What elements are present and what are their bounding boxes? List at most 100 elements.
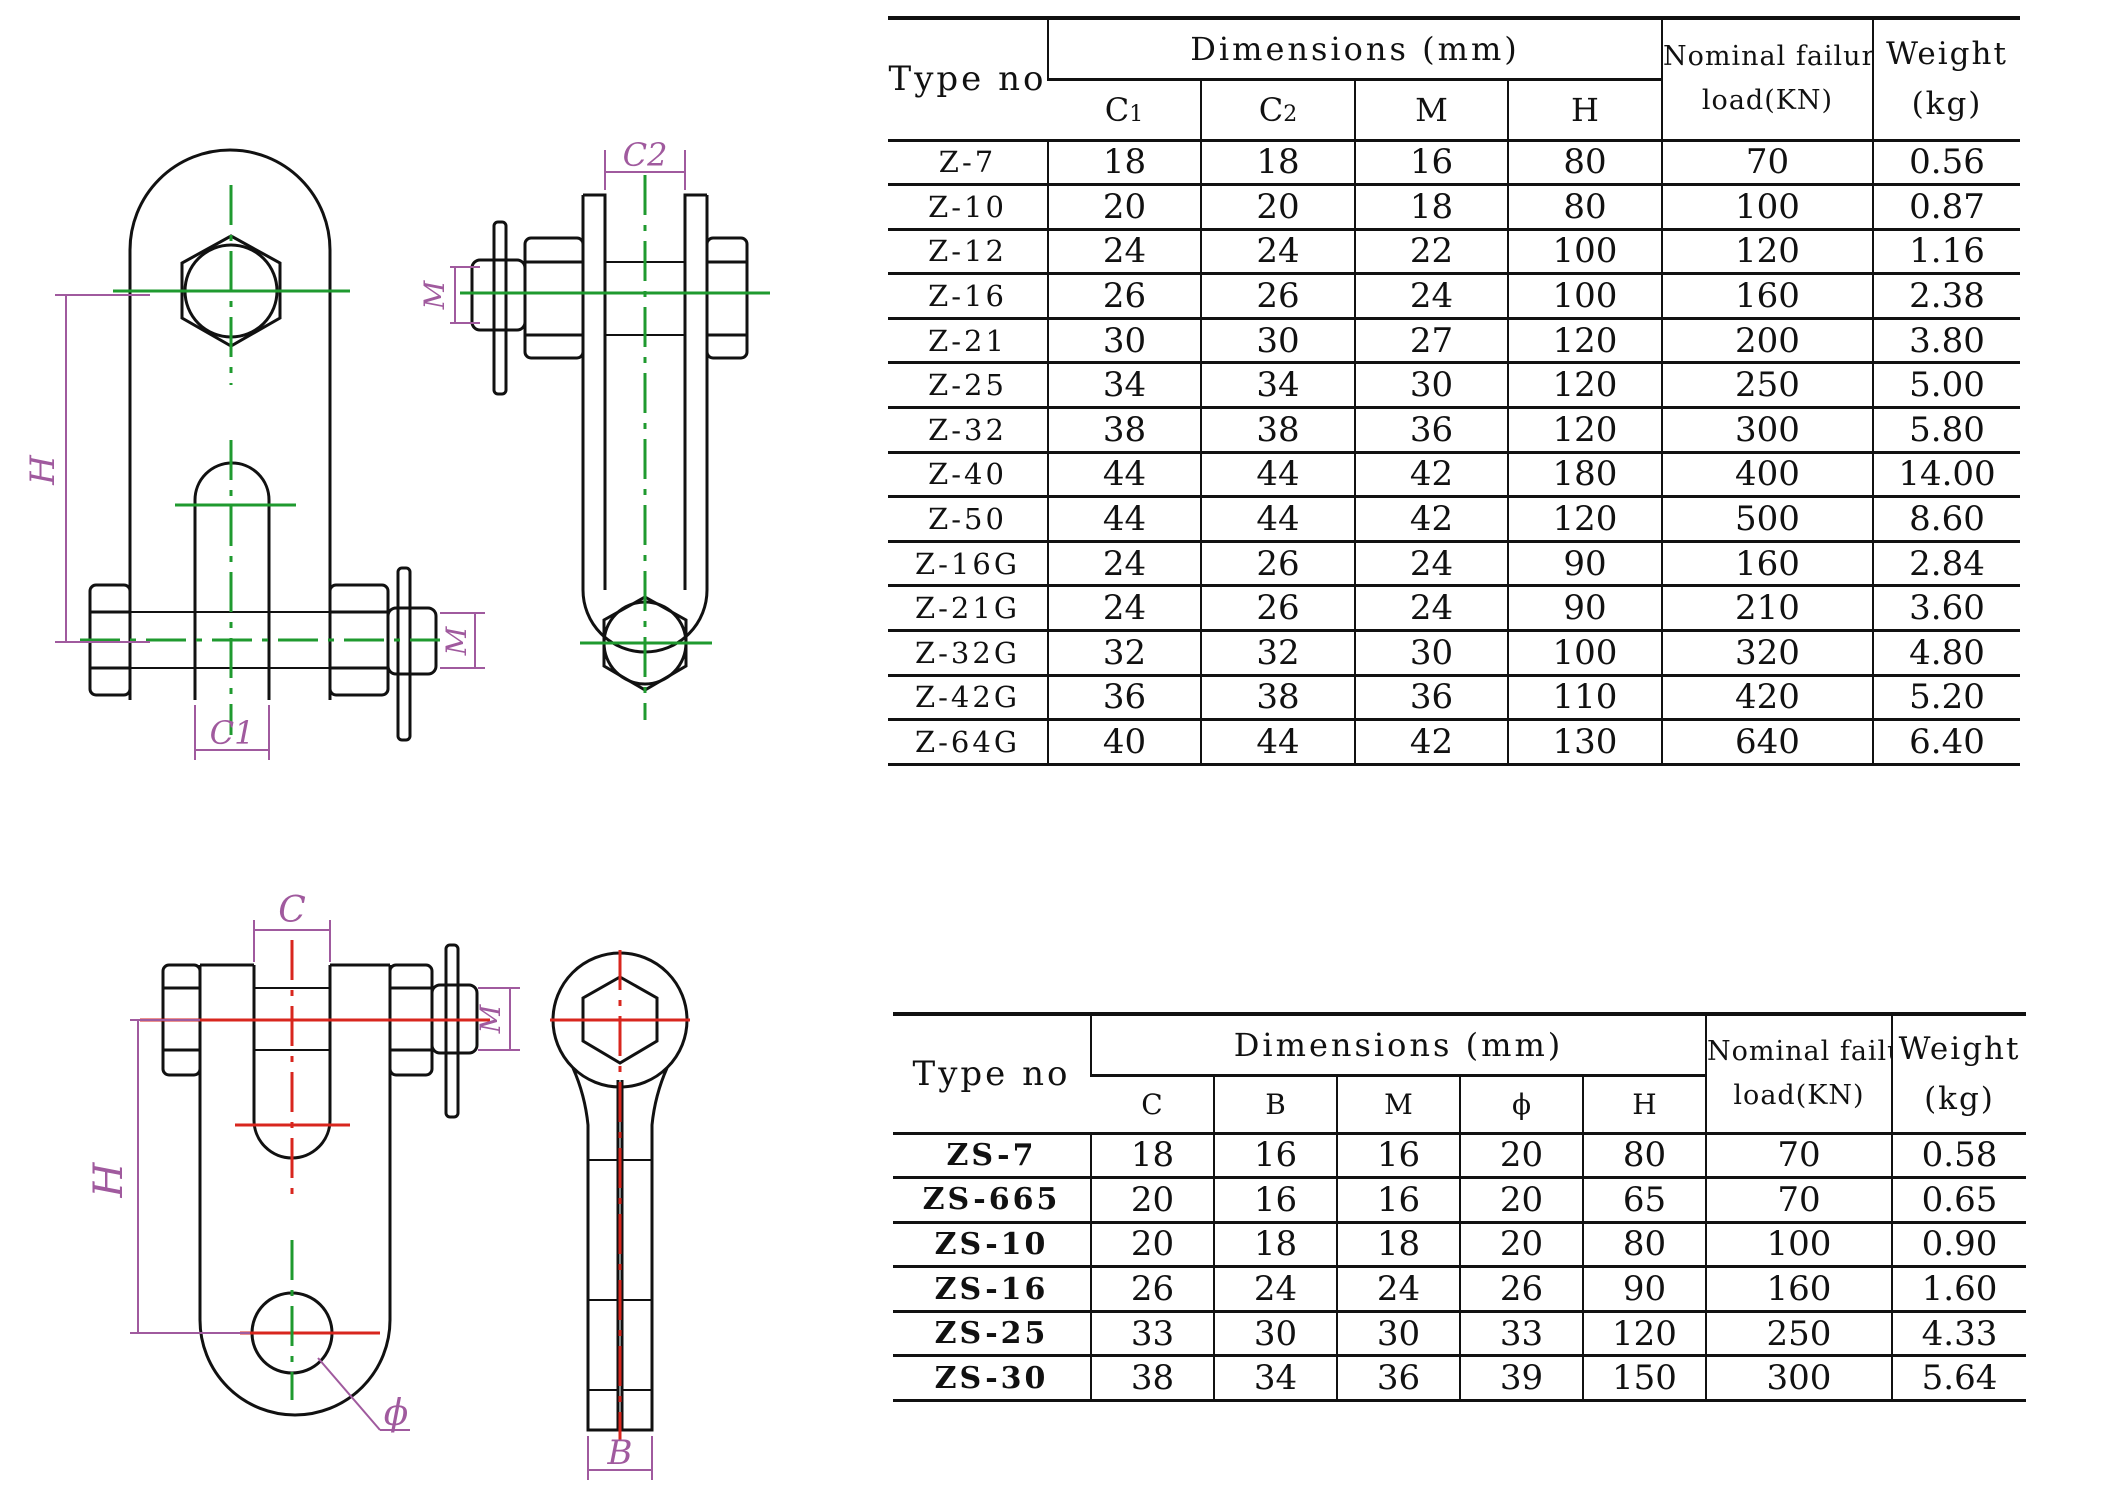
- value-cell: 1.60: [1891, 1266, 2026, 1313]
- value-cell: 20: [1200, 184, 1355, 231]
- value-cell: 18: [1213, 1222, 1337, 1269]
- type-cell: Z-42G: [888, 675, 1048, 722]
- value-cell: 30: [1354, 630, 1508, 677]
- type-cell: ZS-30: [893, 1355, 1091, 1403]
- value-cell: 36: [1354, 675, 1508, 722]
- value-cell: 42: [1354, 496, 1508, 543]
- type-cell: Z-16G: [888, 541, 1048, 588]
- value-cell: 24: [1354, 541, 1508, 588]
- value-cell: 16: [1336, 1177, 1460, 1224]
- value-cell: 180: [1507, 452, 1662, 499]
- value-cell: 30: [1047, 318, 1201, 365]
- value-cell: 44: [1047, 496, 1201, 543]
- value-cell: 30: [1336, 1311, 1460, 1358]
- zs-dimensions: [130, 920, 653, 1480]
- value-cell: 18: [1336, 1222, 1460, 1269]
- z-c1-label: C1: [210, 714, 255, 752]
- value-cell: 5.64: [1891, 1355, 2026, 1403]
- type-cell: Z-50: [888, 496, 1048, 543]
- value-cell: 160: [1705, 1266, 1892, 1313]
- type-cell: Z-21: [888, 318, 1048, 365]
- value-cell: 70: [1705, 1133, 1892, 1180]
- value-cell: 120: [1507, 496, 1662, 543]
- value-cell: 110: [1507, 675, 1662, 722]
- value-cell: 3.60: [1872, 585, 2020, 633]
- value-cell: 16: [1213, 1133, 1337, 1180]
- value-cell: 26: [1200, 273, 1355, 320]
- type-cell: ZS-10: [893, 1222, 1091, 1269]
- value-cell: 24: [1336, 1266, 1460, 1313]
- type-cell: Z-32G: [888, 630, 1048, 677]
- value-cell: 90: [1507, 541, 1662, 588]
- value-cell: 33: [1090, 1311, 1214, 1358]
- type-no-header: Type no: [888, 16, 1048, 142]
- dimensions-header: Dimensions (mm): [1047, 16, 1662, 81]
- value-cell: 36: [1047, 675, 1201, 722]
- type-cell: ZS-16: [893, 1266, 1091, 1313]
- value-cell: 0.90: [1891, 1222, 2026, 1269]
- value-cell: 20: [1090, 1177, 1214, 1224]
- type-cell: Z-32: [888, 407, 1048, 454]
- value-cell: 39: [1459, 1355, 1583, 1403]
- zs-h-label: H: [86, 1161, 132, 1198]
- value-cell: 500: [1661, 496, 1873, 543]
- value-cell: 80: [1507, 184, 1662, 231]
- value-cell: 34: [1213, 1355, 1337, 1403]
- value-cell: 18: [1354, 184, 1508, 231]
- value-cell: 24: [1354, 273, 1508, 320]
- value-cell: 42: [1354, 452, 1508, 499]
- value-cell: 100: [1705, 1222, 1892, 1269]
- value-cell: 44: [1047, 452, 1201, 499]
- value-cell: 300: [1661, 407, 1873, 454]
- z-front-view: [88, 148, 438, 742]
- value-cell: 26: [1200, 585, 1355, 633]
- value-cell: 22: [1354, 229, 1508, 276]
- value-cell: 44: [1200, 496, 1355, 543]
- value-cell: 100: [1661, 184, 1873, 231]
- value-cell: 300: [1705, 1355, 1892, 1403]
- col-header-c1: C1: [1048, 79, 1201, 142]
- z-front-centerlines: [80, 185, 440, 735]
- value-cell: 200: [1661, 318, 1873, 365]
- value-cell: 4.33: [1891, 1311, 2026, 1358]
- value-cell: 160: [1661, 541, 1873, 588]
- weight-header: Weight(kg): [1891, 1012, 2026, 1135]
- value-cell: 210: [1661, 585, 1873, 633]
- value-cell: 33: [1459, 1311, 1583, 1358]
- zs-front-view: [161, 943, 479, 1417]
- value-cell: 320: [1661, 630, 1873, 677]
- col-header-m: M: [1354, 79, 1508, 142]
- value-cell: 3.80: [1872, 318, 2020, 365]
- value-cell: 4.80: [1872, 630, 2020, 677]
- value-cell: 24: [1047, 541, 1201, 588]
- zs-front-centerlines: [140, 940, 490, 1335]
- value-cell: 5.20: [1872, 675, 2020, 722]
- value-cell: 42: [1354, 719, 1508, 766]
- value-cell: 24: [1047, 585, 1201, 633]
- type-no-header: Type no: [893, 1012, 1091, 1135]
- zs-phi-label: ϕ: [384, 1393, 409, 1434]
- value-cell: 38: [1047, 407, 1201, 454]
- zs-m-label: M: [474, 1003, 507, 1034]
- value-cell: 40: [1047, 719, 1201, 766]
- value-cell: 0.65: [1891, 1177, 2026, 1224]
- type-cell: ZS-25: [893, 1311, 1091, 1358]
- value-cell: 120: [1507, 318, 1662, 365]
- value-cell: 5.00: [1872, 362, 2020, 410]
- value-cell: 24: [1354, 585, 1508, 633]
